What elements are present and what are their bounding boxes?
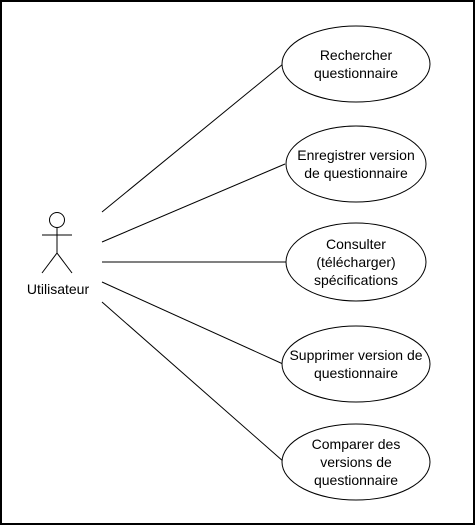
association-rechercher <box>101 63 284 213</box>
association-supprimer <box>101 281 284 365</box>
use-case-rechercher <box>281 25 431 103</box>
actor-figure <box>41 212 73 274</box>
use-case-enregistrer <box>285 125 427 203</box>
actor-left-leg <box>41 252 58 274</box>
use-case-consulter <box>285 222 427 302</box>
actor-name: Utilisateur <box>26 281 90 297</box>
use-case-supprimer <box>281 325 431 403</box>
actor-head <box>49 212 65 228</box>
actor-right-leg <box>56 252 73 274</box>
association-enregistrer <box>101 163 286 243</box>
association-comparer <box>101 301 285 463</box>
use-case-comparer <box>281 423 431 501</box>
